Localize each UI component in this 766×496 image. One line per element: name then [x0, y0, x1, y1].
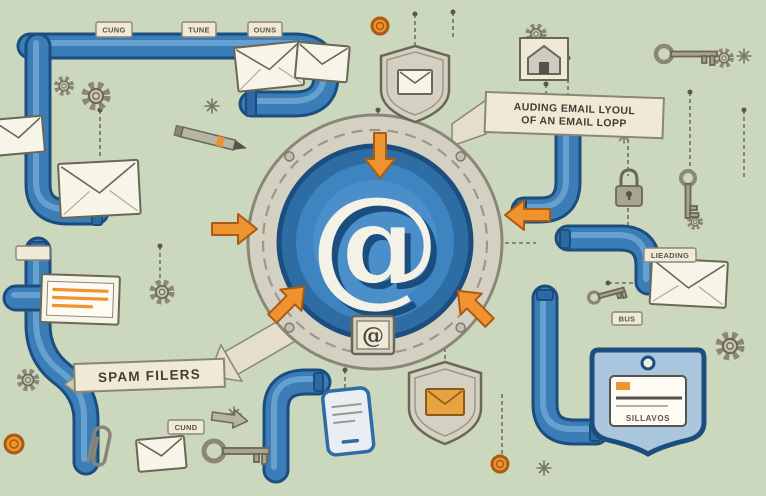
tag-bottom: CUND — [167, 419, 205, 435]
coin-icon — [490, 454, 510, 474]
ring-bolt — [284, 322, 295, 333]
coin-icon — [370, 16, 390, 36]
email-loop-banner-line2: OF AN EMAIL LOPP — [521, 114, 627, 130]
key-icon-small — [587, 286, 628, 305]
tag-top-3: OUNS — [247, 21, 283, 38]
padlock-icon — [615, 168, 643, 207]
sparkle-icon — [536, 460, 552, 476]
envelope-icon-top-a — [233, 40, 306, 93]
email-loop-banner-line1: AUDING EMAIL LYOUL — [514, 101, 636, 117]
ring-bolt — [455, 151, 466, 162]
envelope-icon-letter — [39, 273, 121, 326]
ring-bolt — [455, 322, 466, 333]
shield-envelope-bottom — [407, 360, 483, 446]
coin-icon — [3, 433, 25, 455]
sparkle-icon — [736, 48, 752, 64]
spam-filters-label: SPAM FILERS — [98, 367, 201, 386]
envelope-icon-top-b — [294, 41, 351, 84]
shield-envelope-top — [379, 44, 451, 124]
email-loop-banner: AUDING EMAIL LYOUL OF AN EMAIL LOPP — [483, 90, 665, 140]
banner-ribbon-wedge — [451, 98, 487, 148]
spam-filters-banner: SPAM FILERS — [63, 357, 226, 394]
at-badge-glyph: @ — [362, 323, 384, 349]
envelope-icon-bottom — [135, 434, 188, 473]
at-symbol-ring: @ @ — [246, 113, 504, 371]
tag-heading-label: LIEADING — [651, 251, 689, 260]
at-symbol-shadow: @ — [316, 173, 446, 326]
at-badge: @ — [350, 314, 396, 356]
tag-top-1: CUNG — [95, 21, 133, 38]
tag-pipe-label: BUS — [619, 315, 636, 324]
tag-heading: LIEADING — [643, 247, 697, 263]
tag-pipe: BUS — [611, 311, 643, 326]
device-shield-badge: SILLAVOS — [589, 347, 707, 457]
at-symbol-icon: @ — [310, 167, 440, 320]
paperclip-icon — [86, 425, 112, 467]
key-icon-bottom — [201, 438, 270, 465]
envelope-icon-left-edge — [0, 114, 46, 157]
badge-eye-icon — [640, 355, 656, 371]
tag-top-3-label: OUNS — [254, 26, 277, 35]
ring-bolt — [284, 151, 295, 162]
tag-blank — [15, 245, 51, 261]
house-icon — [519, 37, 569, 81]
key-icon-topright — [653, 43, 718, 66]
tag-top-2: TUNE — [181, 21, 217, 38]
smartphone-icon — [321, 386, 376, 457]
tag-bottom-label: CUND — [175, 423, 198, 432]
key-icon-right — [679, 169, 700, 219]
sparkle-icon — [204, 98, 220, 114]
envelope-icon-right — [648, 257, 729, 309]
device-caption: SILLAVOS — [626, 414, 670, 423]
tag-top-1-label: CUNG — [102, 26, 125, 35]
envelope-icon-left-big — [57, 158, 142, 219]
tag-top-2-label: TUNE — [188, 26, 210, 35]
small-gray-arrow-icon — [210, 409, 249, 429]
pencil-icon — [173, 124, 248, 151]
